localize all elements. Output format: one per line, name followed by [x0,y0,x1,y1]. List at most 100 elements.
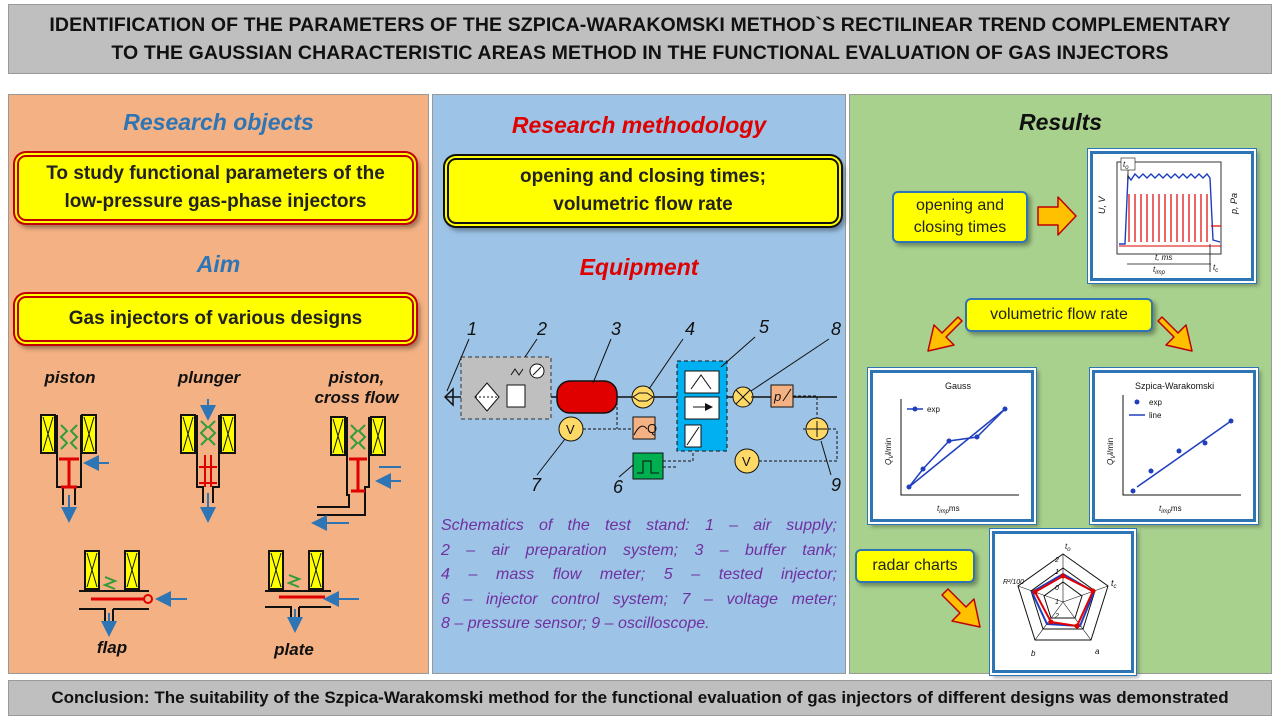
label-t-imp: timp [1153,265,1166,276]
radar-axis-a: a [1095,647,1100,656]
gauss-point [974,434,980,440]
result-arrows [927,196,1193,628]
num-6: 6 [613,477,624,497]
num-5: 5 [759,317,770,337]
symbol-p: p [773,389,781,404]
schematic-caption: Schematics of the test stand: 1 – air su… [441,514,837,637]
num-9: 9 [831,475,841,495]
caption-line-5: 8 – pressure sensor; 9 – oscilloscope. [441,615,710,632]
sw-x-label: timpms [1159,504,1182,515]
results-panel: Results opening and closing times volume… [849,94,1272,674]
label-piston-cross-flow: piston, cross flow [314,368,399,407]
radar-chart-frame: to tc a b R²/100 2 1 0 1 2 [992,531,1134,673]
gauss-point [920,466,926,472]
radar-tick-4: 2 [1054,613,1059,620]
sw-points [1130,418,1234,494]
aim-title: Aim [196,251,241,277]
label-plate: plate [274,640,314,659]
flap-injector-icon [79,550,187,637]
sw-chart: Szpica-Warakomski exp line timpms QVl/mi… [1106,381,1241,515]
flow-q-box [632,416,656,440]
gauss-chart-title: Gauss [945,381,972,391]
sw-y-label: QVl/min [1106,438,1117,465]
research-objects-title: Research objects [123,109,314,135]
radar-axis-b: b [1031,649,1036,658]
caption-line-4: 6 – injector control system; 7 – voltage… [441,590,837,608]
radar-charts-box: radar charts [855,549,975,583]
arrow-down-right-small-icon [941,588,981,628]
pressure-trace [1119,194,1221,247]
gauss-series [906,406,1008,490]
label-plunger: plunger [177,368,241,387]
arrow-right-icon [1037,196,1077,236]
results-title: Results [1018,109,1103,135]
gauss-y-label: QVl/min [884,438,895,465]
radar-tick-0: 2 [1054,557,1059,564]
arrow-down-left-icon [927,316,963,352]
header-title-line2: TO THE GAUSSIAN CHARACTERISTIC AREAS MET… [111,42,1169,64]
times-box: opening and closing times [892,191,1028,243]
radar-tick-2: 0 [1055,585,1059,592]
gauss-chart: Gauss exp timpms QVl/min [884,381,1019,515]
gauss-legend: exp [927,405,940,414]
timing-chart-frame: to t, ms timp tc U, V p, Pa [1090,151,1254,281]
label-flap: flap [96,638,128,657]
gauss-area-edge [908,408,1006,488]
timing-chart: to t, ms timp tc U, V p, Pa [1097,157,1239,276]
num-8: 8 [831,319,841,339]
conclusion-bar: Conclusion: The suitability of the Szpic… [8,680,1272,716]
radar-tick-3: 1 [1055,599,1059,606]
gauss-point [1002,406,1008,412]
radar-axis-to: to [1065,542,1071,553]
gauss-point [946,438,952,444]
gauss-chart-frame: Gauss exp timpms QVl/min [870,370,1034,522]
buffer-tank-icon [556,380,618,414]
caption-line-3: 4 – mass flow meter; 5 – tested injector… [441,566,837,583]
methodology-box: opening and closing times; volumetric fl… [447,158,839,224]
piston-injector-icon [40,414,109,523]
injector-control-system-icon [632,452,664,480]
label-p-pa: p, Pa [1229,193,1239,215]
caption-line-1: Schematics of the test stand: 1 – air su… [441,517,837,534]
label-piston: piston [44,368,96,387]
sw-trend-line [1136,420,1232,488]
num-3: 3 [611,319,621,339]
label-t-open: to [1123,160,1129,171]
label-t-close: tc [1213,263,1218,274]
sw-chart-frame: Szpica-Warakomski exp line timpms QVl/mi… [1092,370,1256,522]
num-2: 2 [536,319,547,339]
gauss-point [906,484,912,490]
symbol-v-1: V [566,422,575,437]
objects-box: To study functional parameters of the lo… [17,155,414,221]
radar-axis-r2: R²/100 [1003,579,1024,586]
label-u-v: U, V [1097,195,1107,214]
sw-chart-title: Szpica-Warakomski [1135,381,1214,391]
arrow-down-right-icon [1157,316,1193,352]
research-methodology-title: Research methodology [511,112,767,138]
voltage-trace [1119,172,1221,245]
plate-injector-icon [265,550,359,633]
equipment-title: Equipment [579,254,699,280]
injector-drawings [40,399,401,637]
sw-legend-line: line [1149,411,1162,420]
air-supply-icon [443,387,454,407]
header-title-line1: IDENTIFICATION OF THE PARAMETERS OF THE … [49,14,1231,36]
mass-flow-meter-icon [631,385,655,409]
radar-chart: to tc a b R²/100 2 1 0 1 2 [1003,542,1117,658]
num-7: 7 [531,475,542,495]
label-t-s-ms: t, ms [1155,253,1172,262]
aim-box: Gas injectors of various designs [17,296,414,342]
plunger-injector-icon [180,399,236,523]
num-4: 4 [685,319,695,339]
radar-tick-1: 1 [1055,569,1059,576]
piston-cross-flow-injector-icon [311,416,401,531]
gauss-x-label: timpms [937,504,960,515]
num-1: 1 [467,319,477,339]
sw-legend-exp: exp [1149,398,1162,407]
flow-rate-box: volumetric flow rate [965,298,1153,332]
research-objects-panel: Research objects To study functional par… [8,94,429,674]
symbol-v-2: V [742,454,751,469]
radar-axis-tc: tc [1111,578,1117,590]
header-banner: IDENTIFICATION OF THE PARAMETERS OF THE … [8,4,1272,74]
test-stand-schematic: Q p V V 1 2 3 4 [443,317,841,497]
